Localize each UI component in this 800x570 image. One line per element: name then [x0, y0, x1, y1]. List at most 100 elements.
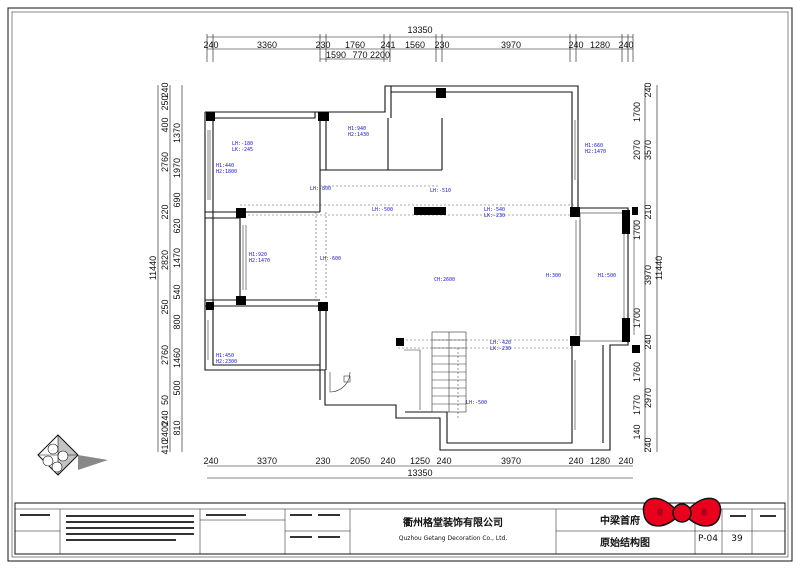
left-dim-4: 2760 — [160, 152, 170, 172]
top-total-dim: 13350 — [407, 25, 432, 35]
left-dim-5: 220 — [160, 204, 170, 219]
staircase — [404, 331, 467, 413]
bottom-dim-10: 1280 — [590, 456, 610, 466]
company-name-en: Quzhou Getang Decoration Co., Ltd. — [399, 535, 508, 542]
room-label-2: LK:-245 — [232, 147, 253, 153]
right-dim-sub-6: 1770 — [632, 395, 642, 415]
right-dim-5: 240 — [643, 334, 653, 349]
right-total-dim: 11440 — [654, 256, 664, 280]
left-dim-sub-1: 1370 — [172, 123, 182, 143]
room-label-24: H2:2300 — [216, 359, 237, 365]
top-dim-7: 230 — [434, 40, 449, 50]
top-dim-6: 1560 — [405, 40, 425, 50]
bottom-dim-4: 2050 — [350, 456, 370, 466]
top-dim-1: 240 — [203, 40, 218, 50]
left-dim-10: 240 — [160, 410, 170, 425]
right-dim-6: 2970 — [643, 388, 653, 408]
top-dim-4: 1760 — [345, 40, 365, 50]
beams — [240, 185, 574, 418]
left-dim-sub-10: 810 — [172, 420, 182, 435]
room-label-5: H1:940 — [348, 126, 366, 132]
right-dim-3: 210 — [643, 204, 653, 219]
bottom-dimensions: 13350 240 3370 230 2050 240 1250 240 397… — [203, 456, 634, 479]
room-label-8: LH:-510 — [430, 188, 451, 194]
sheet-inner-frame — [11, 11, 789, 558]
top-dim-10: 1280 — [590, 40, 610, 50]
room-label-21: LK:-230 — [490, 346, 511, 352]
sheet-number: 39 — [731, 534, 743, 544]
left-dim-sub-7: 800 — [172, 314, 182, 329]
room-labels: LH:-180 LK:-245 H1:440 H2:1800 H1:940 H2… — [216, 126, 616, 406]
room-label-11: LK:-230 — [484, 213, 505, 219]
right-dim-4: 3970 — [643, 265, 653, 285]
room-label-17: CH:2600 — [434, 277, 455, 283]
right-dim-sub-4: 1700 — [632, 308, 642, 328]
bow-sticker — [642, 497, 722, 527]
room-label-14: H1:920 — [249, 252, 267, 258]
bottom-dim-5: 240 — [380, 456, 395, 466]
top-dim-sub-2: 770 — [352, 50, 367, 60]
drawing-name: 原始结构图 — [600, 536, 650, 549]
top-dim-9: 240 — [568, 40, 583, 50]
room-label-19: H1:500 — [598, 273, 616, 279]
left-dim-7: 250 — [160, 299, 170, 314]
left-dim-12: 410 — [160, 439, 170, 454]
right-dim-sub-2: 2070 — [632, 140, 642, 160]
top-dim-sub-3: 2200 — [370, 50, 390, 60]
right-dim-7: 240 — [643, 437, 653, 452]
right-dim-sub-1: 1700 — [632, 102, 642, 122]
room-label-20: LH:-420 — [490, 340, 511, 346]
bottom-dim-2: 3370 — [257, 456, 277, 466]
left-dim-sub-4: 620 — [172, 218, 182, 233]
left-dim-sub-6: 540 — [172, 284, 182, 299]
right-dim-sub-5: 1760 — [632, 362, 642, 382]
room-label-7: LH:-800 — [310, 186, 331, 192]
bottom-dim-9: 240 — [568, 456, 583, 466]
top-dim-sub-1: 1590 — [326, 50, 346, 60]
left-total-dim: 11440 — [148, 256, 158, 280]
sheet-frame — [7, 7, 793, 562]
room-label-10: LH:-540 — [484, 207, 505, 213]
left-dimensions: 11440 240 250 400 2760 220 2820 250 2760… — [148, 82, 183, 455]
left-dim-2: 250 — [160, 95, 170, 110]
bottom-dim-7: 240 — [436, 456, 451, 466]
left-dim-9: 50 — [160, 395, 170, 405]
left-dim-3: 400 — [160, 117, 170, 132]
bottom-total-dim: 13350 — [407, 468, 432, 478]
left-dim-sub-2: 1970 — [172, 158, 182, 178]
room-label-3: H1:440 — [216, 163, 234, 169]
project-name: 中梁首府 — [600, 514, 640, 527]
entry-door — [329, 371, 351, 393]
left-dim-sub-8: 1460 — [172, 348, 182, 368]
right-dim-sub-7: 140 — [632, 424, 642, 439]
bottom-dim-1: 240 — [203, 456, 218, 466]
room-label-12: H1:660 — [585, 143, 603, 149]
top-dim-8: 3970 — [501, 40, 521, 50]
right-dimensions: 11440 240 3570 210 3970 240 2970 240 170… — [632, 82, 664, 452]
room-label-22: LH:-500 — [466, 400, 487, 406]
top-dimensions: 13350 240 3360 230 1760 241 1560 230 397… — [203, 25, 634, 62]
drawing-number: P-04 — [698, 534, 718, 544]
top-dim-11: 240 — [618, 40, 633, 50]
room-label-9: LH:-500 — [372, 207, 393, 213]
top-dim-2: 3360 — [257, 40, 277, 50]
top-dim-5: 241 — [380, 40, 395, 50]
room-label-23: H1:450 — [216, 353, 234, 359]
room-label-18: H:300 — [546, 273, 561, 279]
columns — [206, 88, 640, 353]
room-label-1: LH:-180 — [232, 141, 253, 147]
right-dim-1: 240 — [643, 82, 653, 97]
left-dim-sub-3: 690 — [172, 192, 182, 207]
room-label-16: LH:-600 — [320, 256, 341, 262]
room-label-15: H2:1470 — [249, 258, 270, 264]
bottom-dim-6: 1250 — [410, 456, 430, 466]
left-dim-8: 2760 — [160, 345, 170, 365]
left-dim-sub-5: 1470 — [172, 248, 182, 268]
bottom-dim-3: 230 — [315, 456, 330, 466]
left-dim-6: 2820 — [160, 250, 170, 270]
walls — [204, 85, 635, 451]
top-dim-3: 230 — [315, 40, 330, 50]
room-label-13: H2:1470 — [585, 149, 606, 155]
room-label-4: H2:1800 — [216, 169, 237, 175]
